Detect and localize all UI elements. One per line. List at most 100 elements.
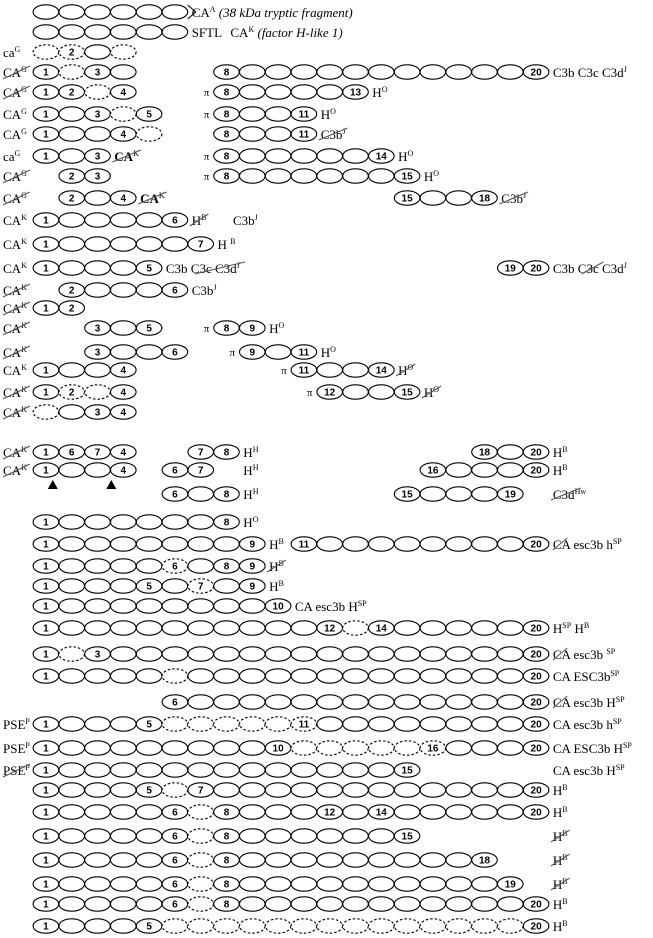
label-superscript: H xyxy=(253,463,259,472)
label-text: CA esc3b h xyxy=(553,537,613,552)
strike-mark xyxy=(550,853,570,867)
domain-9-17 xyxy=(445,190,473,206)
domain-26-14 xyxy=(367,536,395,552)
domain-26-12 xyxy=(316,536,344,552)
domain-number: 16 xyxy=(427,744,439,755)
domain-number: 1 xyxy=(43,304,49,315)
domain-32-18 xyxy=(471,668,498,684)
domain-22-17 xyxy=(445,462,473,478)
domain-12-3 xyxy=(84,260,111,276)
domain-30-6 xyxy=(161,620,189,636)
domain-43-14 xyxy=(367,918,395,934)
strike-mark xyxy=(2,169,31,184)
domain-number: 16 xyxy=(427,466,439,477)
row-5-label-0: HO xyxy=(321,107,336,122)
domain-number: 2 xyxy=(69,88,75,99)
domain-22-20 xyxy=(522,462,550,478)
label-superscript: K xyxy=(133,149,139,158)
domain-number: 20 xyxy=(531,698,543,709)
domain-29-4 xyxy=(109,598,137,614)
row-1-label-1: CAK (factor H-like 1) xyxy=(230,25,342,40)
domain-42-20 xyxy=(522,896,550,912)
row-12-name: CAK xyxy=(3,261,27,276)
domain-number: 1 xyxy=(43,582,49,593)
domain-33-15 xyxy=(393,694,421,710)
domain-30-2 xyxy=(58,620,86,636)
domain-32-20 xyxy=(522,668,550,684)
domain-36-4 xyxy=(109,762,137,778)
domain-number: 8 xyxy=(224,856,230,867)
strike-mark xyxy=(552,695,568,709)
domain-28-6 xyxy=(161,578,189,594)
row-34-label-0: CA esc3b hSP xyxy=(553,717,622,732)
domain-number: 18 xyxy=(479,194,491,205)
domain-32-17 xyxy=(445,668,473,684)
domain-43-15 xyxy=(393,918,421,934)
domain-42-14 xyxy=(367,896,395,912)
domain-43-3 xyxy=(84,918,111,934)
row-name-superscript: K xyxy=(21,283,27,292)
row-name-text: CA xyxy=(3,127,22,142)
label-superscript: O xyxy=(382,85,388,94)
row-name-superscript: G xyxy=(21,169,27,178)
domain-26-13 xyxy=(342,536,369,552)
domain-number: 18 xyxy=(479,448,491,459)
domain-22-19 xyxy=(496,462,524,478)
row-name-text: PSE xyxy=(3,741,25,756)
domain-35-5 xyxy=(135,740,163,756)
row-name-superscript: K xyxy=(21,445,27,454)
domain-30-10 xyxy=(264,620,292,636)
row-32-label-0: CA ESC3bSP xyxy=(553,669,620,684)
domain-34-6 xyxy=(161,716,189,732)
label-extra: H xyxy=(571,621,584,636)
row-name-superscript: G xyxy=(21,107,27,116)
label-extra-superscript: B xyxy=(584,621,589,630)
domain-number: 15 xyxy=(402,490,414,501)
row-name-superscript: K xyxy=(21,261,27,270)
domain-39-7 xyxy=(187,828,215,844)
domain-30-11 xyxy=(290,620,318,636)
domain-41-5 xyxy=(135,876,163,892)
domain-33-12 xyxy=(316,694,344,710)
domain-25-8 xyxy=(213,514,240,530)
domain-33-13 xyxy=(342,694,369,710)
row-31-label-0: CA esc3b SP xyxy=(553,647,616,662)
domain-26-19 xyxy=(496,536,524,552)
domain-number: 15 xyxy=(402,766,414,777)
label-text: H xyxy=(424,169,433,184)
domain-number: 1 xyxy=(43,602,49,613)
domain-21-8 xyxy=(213,444,240,460)
strike-mark xyxy=(2,191,31,206)
domain-10-6 xyxy=(161,212,189,228)
domain-number: 8 xyxy=(224,88,230,99)
row-23-label-0: HH xyxy=(243,487,258,502)
arrowhead-icon xyxy=(47,480,58,489)
row-name-superscript: G xyxy=(15,45,21,54)
domain-number: 3 xyxy=(95,172,101,183)
domain-34-7 xyxy=(187,716,215,732)
domain-30-4 xyxy=(109,620,137,636)
domain-number: 3 xyxy=(95,408,101,419)
domain-32-11 xyxy=(290,668,318,684)
domain-35-11 xyxy=(290,740,318,756)
domain-number: 4 xyxy=(121,130,127,141)
domain-15-5 xyxy=(135,320,163,336)
strike-mark xyxy=(189,213,209,227)
domain-number: 6 xyxy=(172,900,178,911)
domain-36-14 xyxy=(367,762,395,778)
row-35-label-0: CA ESC3b HSP xyxy=(553,741,633,756)
label-text: C3b xyxy=(192,283,214,298)
domain-36-11 xyxy=(290,762,318,778)
domain-number: 8 xyxy=(224,518,230,529)
domain-8-14 xyxy=(367,168,395,184)
label-superscript: Hw xyxy=(575,487,587,496)
strike-mark xyxy=(2,301,31,316)
domain-26-7 xyxy=(187,536,215,552)
domain-3-11 xyxy=(290,64,318,80)
domain-34-17 xyxy=(445,716,473,732)
label-superscript: A xyxy=(210,5,216,14)
domain-43-11 xyxy=(290,918,318,934)
label-text: CA esc3b h xyxy=(553,717,613,732)
domain-9-16 xyxy=(419,190,447,206)
